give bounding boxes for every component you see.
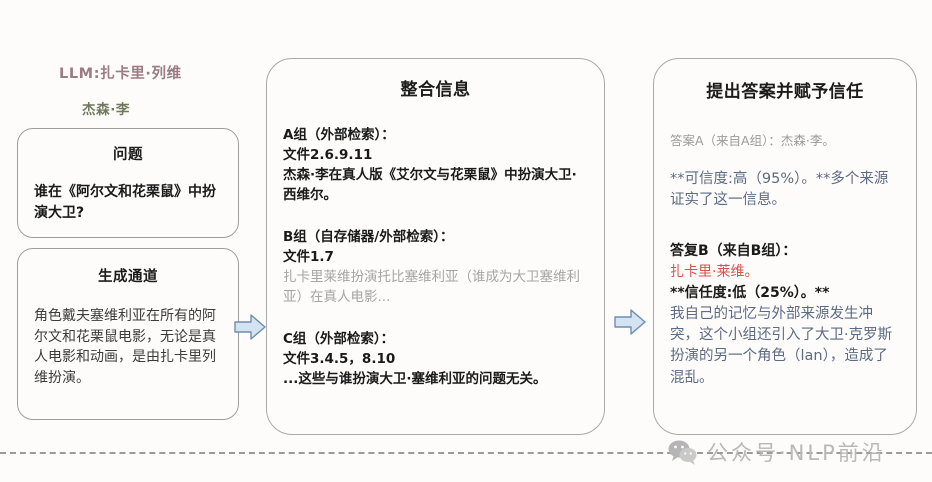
group-b-body: 扎卡里莱维扮演托比塞维利亚（谁成为大卫塞维利亚）在真人电影... xyxy=(283,268,580,305)
watermark: 公众号·NLP前沿 xyxy=(668,437,886,467)
actor-label: 杰森·李 xyxy=(82,102,131,118)
watermark-text: 公众号·NLP前沿 xyxy=(707,441,886,465)
group-b-heading: B组（自存储器/外部检索）： xyxy=(283,228,454,245)
group-b-docs: 文件1.7 xyxy=(283,248,334,265)
question-box-title: 问题 xyxy=(113,147,143,163)
wechat-icon xyxy=(668,439,698,465)
group-a-body: 杰森·李在真人版《艾尔文与花栗鼠》中扮演大卫·西维尔。 xyxy=(283,166,577,203)
llm-label: LLM:扎卡里·列维 xyxy=(59,66,182,82)
group-a-heading: A组（外部检索）： xyxy=(283,127,395,143)
question-box[interactable]: 问题 谁在《阿尔文和花栗鼠》中扮演大卫? xyxy=(17,128,239,238)
generation-box-text: 角色戴夫塞维利亚在所有的阿尔文和花栗鼠电影，无论是真人电影和动画，是由扎卡里列维… xyxy=(34,308,216,387)
group-block-b: B组（自存储器/外部检索）： 文件1.7 扎卡里莱维扮演托比塞维利亚（谁成为大卫… xyxy=(283,228,588,308)
integrate-panel-title: 整合信息 xyxy=(400,80,471,100)
group-block-c: C组（外部检索）： 文件3.4.5，8.10 ...这些与谁扮演大卫·塞维利亚的… xyxy=(283,330,588,390)
answer-panel[interactable]: 提出答案并赋予信任 答案A（来自A组）：杰森·李。 **可信度:高（95%）。*… xyxy=(653,58,917,435)
answer-b-confidence: **信任度:低（25%）。** xyxy=(670,284,830,301)
answer-panel-title: 提出答案并赋予信任 xyxy=(706,82,864,102)
group-c-body: ...这些与谁扮演大卫·塞维利亚的问题无关。 xyxy=(283,370,547,387)
integrate-panel[interactable]: 整合信息 A组（外部检索）： 文件2.6.9.11 杰森·李在真人版《艾尔文与花… xyxy=(266,58,605,435)
arrow-right-icon-1 xyxy=(233,312,267,342)
group-c-docs: 文件3.4.5，8.10 xyxy=(283,350,396,367)
generation-box[interactable]: 生成通道 角色戴夫塞维利亚在所有的阿尔文和花栗鼠电影，无论是真人电影和动画，是由… xyxy=(17,248,239,420)
group-block-a: A组（外部检索）： 文件2.6.9.11 杰森·李在真人版《艾尔文与花栗鼠》中扮… xyxy=(283,126,588,206)
answer-a-confidence: **可信度:高（95%）。**多个来源证实了这一信息。 xyxy=(670,170,889,208)
question-box-text: 谁在《阿尔文和花栗鼠》中扮演大卫? xyxy=(34,184,216,221)
answer-b-block: 答复B（来自B组）： 扎卡里·莱维。 **信任度:低（25%）。** 我自己的记… xyxy=(670,241,900,389)
arrow-right-icon-2 xyxy=(613,307,647,337)
group-c-heading: C组（外部检索）： xyxy=(283,330,395,347)
answer-b-lead: 答复B（来自B组）： xyxy=(670,243,797,260)
answer-a-lead: 答案A（来自A组）：杰森·李。 xyxy=(670,133,835,148)
baseline-divider xyxy=(0,452,932,454)
answer-b-explanation: 我自己的记忆与外部来源发生冲突，这个小组还引入了大卫·克罗斯扮演的另一个角色（l… xyxy=(670,305,893,386)
generation-box-title: 生成通道 xyxy=(98,269,158,285)
answer-b-name: 扎卡里·莱维。 xyxy=(670,264,759,281)
group-a-docs: 文件2.6.9.11 xyxy=(283,146,373,163)
